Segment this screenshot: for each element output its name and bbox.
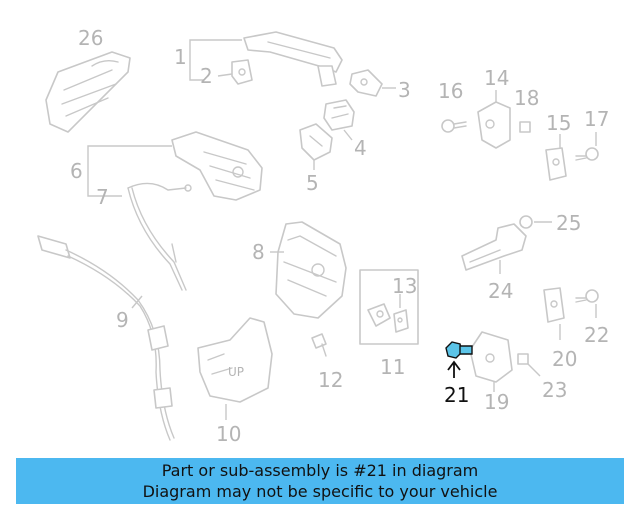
part-2-handle-cap <box>231 59 253 85</box>
callout-17: 17 <box>584 107 609 131</box>
callout-6: 6 <box>70 159 83 183</box>
up-stamp: UP <box>228 365 244 379</box>
part-9-cable <box>37 235 175 441</box>
callout-20: 20 <box>552 347 577 371</box>
banner-line-1: Part or sub-assembly is #21 in diagram <box>161 461 479 480</box>
part-19-hinge-lower <box>469 331 513 383</box>
part-20-plate <box>543 287 565 323</box>
callout-5: 5 <box>306 171 319 195</box>
part-11-kit <box>359 269 419 345</box>
callout-12: 12 <box>318 368 343 392</box>
part-16-bolt <box>441 119 467 133</box>
part-21-bolt-highlighted[interactable] <box>445 341 473 359</box>
callout-7: 7 <box>96 185 109 209</box>
part-17-bolt <box>575 147 599 161</box>
part-5-gasket <box>299 123 333 161</box>
part-25-bolt <box>519 215 533 229</box>
part-6-handle-bracket <box>171 131 263 201</box>
callout-4: 4 <box>354 136 367 160</box>
callout-8: 8 <box>252 240 265 264</box>
callout-14: 14 <box>484 66 509 90</box>
part-18-nut <box>519 121 531 133</box>
callout-18: 18 <box>514 86 539 110</box>
part-24-door-check <box>461 223 527 271</box>
callout-21-leader <box>447 360 461 378</box>
part-22-bolt <box>575 289 599 303</box>
part-23-nut <box>517 353 529 365</box>
part-7-rod <box>127 182 192 291</box>
callout-2: 2 <box>200 64 213 88</box>
callout-23: 23 <box>542 378 567 402</box>
callout-15: 15 <box>546 111 571 135</box>
part-14-hinge-upper <box>477 101 511 149</box>
callout-10: 10 <box>216 422 241 446</box>
callout-13: 13 <box>392 274 417 298</box>
parts-diagram: 26 1 2 3 4 5 6 <box>37 26 609 446</box>
part-4-clip <box>323 99 355 131</box>
callout-22: 22 <box>584 323 609 347</box>
callout-1: 1 <box>174 45 187 69</box>
callout-24: 24 <box>488 279 513 303</box>
banner-line-2: Diagram may not be specific to your vehi… <box>142 482 498 501</box>
callout-16: 16 <box>438 79 463 103</box>
callout-19: 19 <box>484 390 509 414</box>
callout-26: 26 <box>78 26 103 50</box>
callout-3: 3 <box>398 78 411 102</box>
callout-9: 9 <box>116 308 129 332</box>
part-15-plate <box>545 147 567 181</box>
callout-25: 25 <box>556 211 581 235</box>
part-10-cover: UP <box>197 317 273 403</box>
callout-11: 11 <box>380 355 405 379</box>
part-3-bracket <box>349 69 383 97</box>
part-26-interior-handle <box>45 51 131 133</box>
callout-21: 21 <box>444 383 469 407</box>
part-1-exterior-handle <box>243 31 343 87</box>
info-banner: Part or sub-assembly is #21 in diagram D… <box>16 458 624 504</box>
part-8-lock-actuator <box>275 221 347 319</box>
part-12-screw <box>311 333 327 357</box>
